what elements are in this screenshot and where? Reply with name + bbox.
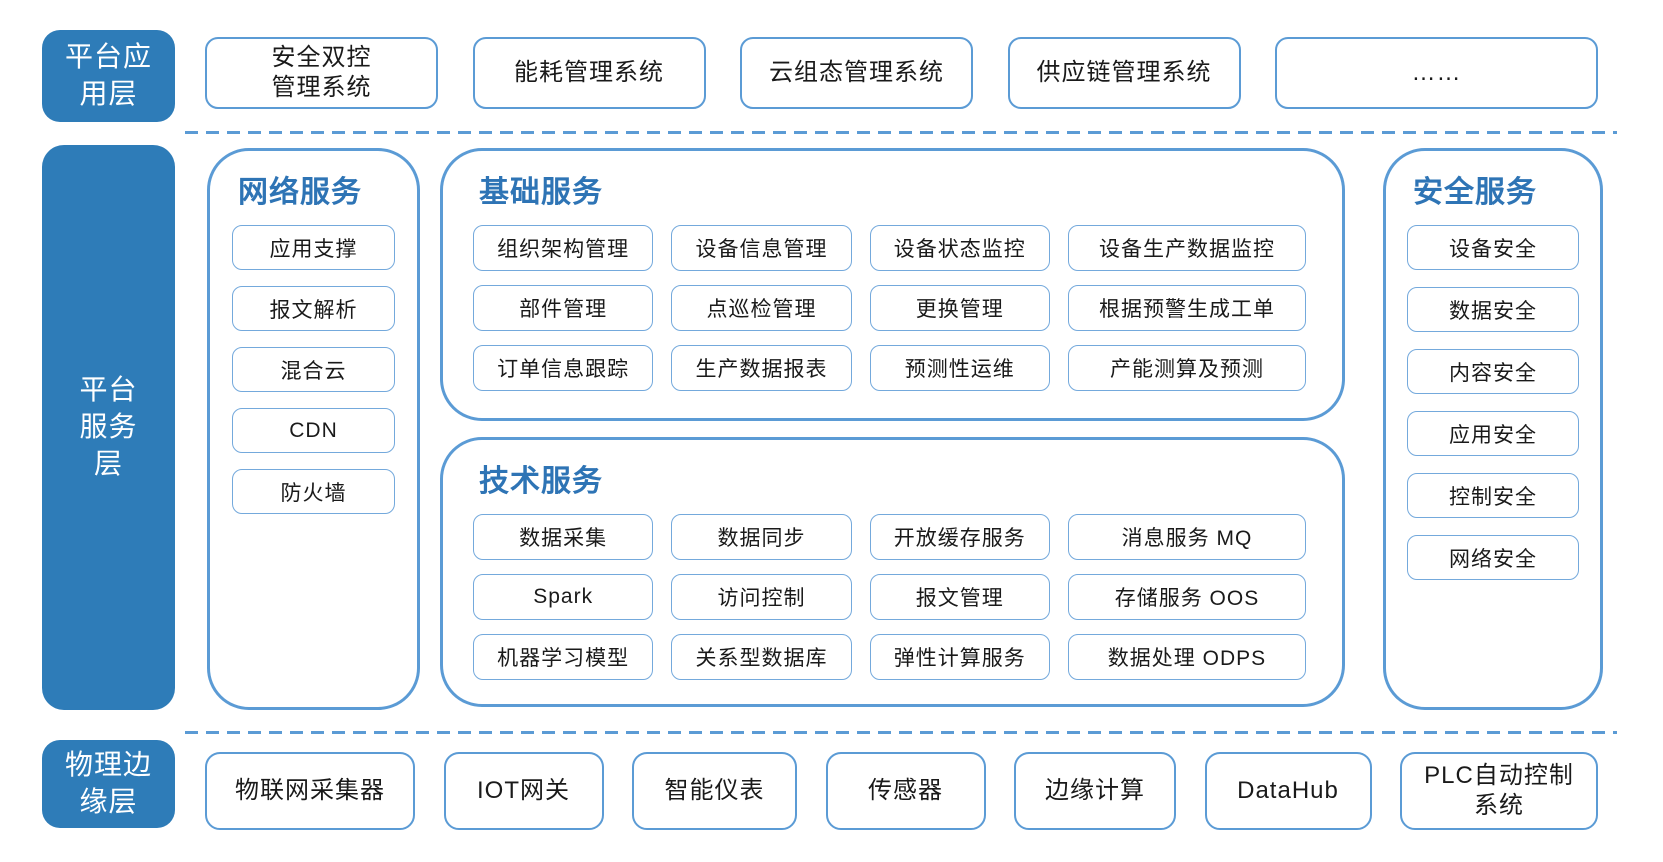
- edge-box: 智能仪表: [632, 752, 797, 830]
- central-services-column: 基础服务 组织架构管理 设备信息管理 设备状态监控 设备生产数据监控 部件管理 …: [440, 148, 1345, 710]
- service-item: 关系型数据库: [671, 634, 852, 680]
- security-services-container: 安全服务 设备安全 数据安全 内容安全 应用安全 控制安全 网络安全: [1383, 148, 1603, 710]
- layer-chip-platform: 平台服务层: [42, 145, 175, 710]
- edge-box: 物联网采集器: [205, 752, 415, 830]
- section-title-basic: 基础服务: [479, 176, 603, 209]
- service-item: 点巡检管理: [671, 285, 852, 331]
- app-box: 供应链管理系统: [1007, 37, 1241, 109]
- service-item: CDN: [232, 408, 395, 453]
- app-box-more: ……: [1275, 37, 1598, 109]
- service-item: 订单信息跟踪: [473, 345, 654, 391]
- service-item: 更换管理: [869, 285, 1050, 331]
- service-item: 开放缓存服务: [869, 514, 1050, 560]
- service-item: 数据安全: [1407, 287, 1579, 332]
- service-item: 数据处理 ODPS: [1067, 634, 1306, 680]
- section-title-network: 网络服务: [238, 176, 362, 209]
- service-item: 控制安全: [1407, 473, 1579, 518]
- service-item: 设备生产数据监控: [1067, 225, 1306, 271]
- layer-label: 平台服务层: [79, 374, 138, 479]
- service-item: 防火墙: [232, 469, 395, 514]
- service-item: 消息服务 MQ: [1067, 514, 1306, 560]
- edge-box: DataHub: [1204, 752, 1372, 830]
- service-item: 网络安全: [1407, 535, 1579, 580]
- layer-divider: [185, 131, 1617, 134]
- layer-chip-application: 平台应用层: [42, 30, 175, 122]
- service-item: 组织架构管理: [473, 225, 654, 271]
- edge-box: 传感器: [825, 752, 986, 830]
- service-item: 内容安全: [1407, 349, 1579, 394]
- service-item: 预测性运维: [869, 345, 1050, 391]
- app-box: 云组态管理系统: [740, 37, 973, 109]
- network-services-container: 网络服务 应用支撑 报文解析 混合云 CDN 防火墙: [207, 148, 420, 710]
- layer-divider: [185, 731, 1617, 734]
- application-row: 安全双控管理系统 能耗管理系统 云组态管理系统 供应链管理系统 ……: [205, 37, 1598, 109]
- tech-services-container: 技术服务 数据采集 数据同步 开放缓存服务 消息服务 MQ Spark 访问控制…: [440, 437, 1345, 707]
- service-item: 产能测算及预测: [1067, 345, 1306, 391]
- service-item: 生产数据报表: [671, 345, 852, 391]
- service-item: 设备信息管理: [671, 225, 852, 271]
- service-item: 访问控制: [671, 574, 852, 620]
- section-title-tech: 技术服务: [479, 465, 603, 498]
- security-services-list: 设备安全 数据安全 内容安全 应用安全 控制安全 网络安全: [1407, 225, 1579, 580]
- service-item: 弹性计算服务: [869, 634, 1050, 680]
- edge-row: 物联网采集器 IOT网关 智能仪表 传感器 边缘计算 DataHub PLC自动…: [205, 752, 1598, 830]
- service-item: 应用安全: [1407, 411, 1579, 456]
- service-item: 数据同步: [671, 514, 852, 560]
- layer-chip-edge: 物理边缘层: [42, 740, 175, 828]
- basic-services-grid: 组织架构管理 设备信息管理 设备状态监控 设备生产数据监控 部件管理 点巡检管理…: [473, 225, 1306, 391]
- section-title-security: 安全服务: [1413, 176, 1537, 209]
- service-item: 混合云: [232, 347, 395, 392]
- service-item: 数据采集: [473, 514, 654, 560]
- service-item: 存储服务 OOS: [1067, 574, 1306, 620]
- service-item: 机器学习模型: [473, 634, 654, 680]
- service-item: 部件管理: [473, 285, 654, 331]
- service-item: 报文解析: [232, 286, 395, 331]
- tech-services-grid: 数据采集 数据同步 开放缓存服务 消息服务 MQ Spark 访问控制 报文管理…: [473, 514, 1306, 680]
- app-box: 能耗管理系统: [472, 37, 706, 109]
- edge-box: 边缘计算: [1014, 752, 1176, 830]
- basic-services-container: 基础服务 组织架构管理 设备信息管理 设备状态监控 设备生产数据监控 部件管理 …: [440, 148, 1345, 421]
- service-item: 报文管理: [869, 574, 1050, 620]
- layer-label: 平台应用层: [64, 41, 152, 109]
- service-item: 应用支撑: [232, 225, 395, 270]
- edge-box: PLC自动控制系统: [1400, 752, 1598, 830]
- service-item: Spark: [473, 574, 654, 620]
- network-services-list: 应用支撑 报文解析 混合云 CDN 防火墙: [232, 225, 395, 514]
- layer-label: 物理边缘层: [64, 749, 152, 817]
- service-item: 设备安全: [1407, 225, 1579, 270]
- app-box: 安全双控管理系统: [205, 37, 438, 109]
- service-item: 设备状态监控: [869, 225, 1050, 271]
- service-item: 根据预警生成工单: [1067, 285, 1306, 331]
- edge-box: IOT网关: [443, 752, 604, 830]
